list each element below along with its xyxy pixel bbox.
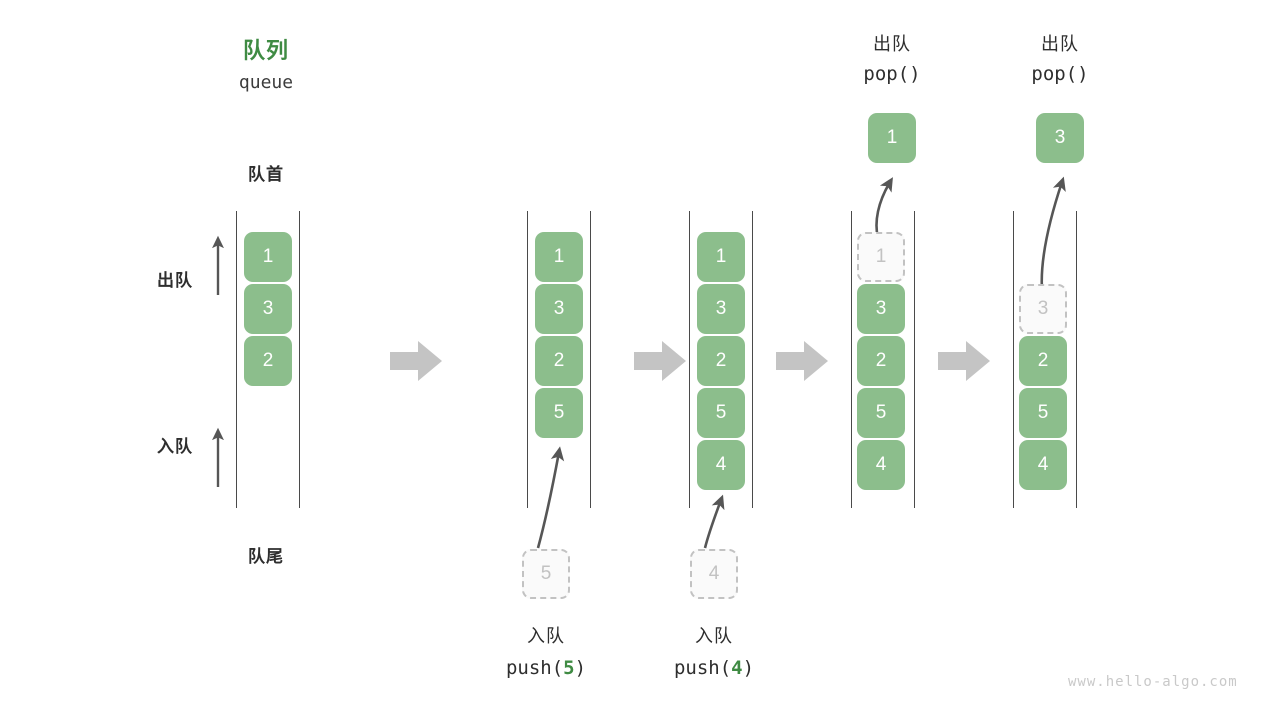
panel-push-4-code-arg: 4 [731,657,743,679]
panel-push-4-code-prefix: push( [673,657,732,679]
panel-initial-cell-1: 3 [244,284,292,334]
transition-arrow-1 [390,341,442,381]
transition-arrow-4 [938,341,990,381]
panel-push-5-cell-1: 3 [535,284,583,334]
panel-pop-1-cell-3: 5 [857,388,905,438]
panel-push-5-code-suffix: ) [574,657,587,679]
panel-push-4-code-suffix: ) [742,657,755,679]
panel-pop-3-cell-3: 5 [1019,388,1067,438]
panel-pop-3-header-code: pop() [1031,63,1089,85]
panel-pop-3-rail-right [1076,211,1077,508]
panel-pop-1-cell-1: 3 [857,284,905,334]
panel-pop-3-cell-0 [1019,232,1067,282]
panel-pop-3-remove-arrow [1040,176,1066,291]
panel-push-4-cell-3: 5 [697,388,745,438]
panel-pop-1-remove-arrow [875,177,893,239]
panel-push-4-cell-4: 4 [697,440,745,490]
panel-initial-cell-0: 1 [244,232,292,282]
panel-pop-1-rail-left [851,211,852,508]
panel-push-5-rail-left [527,211,528,508]
panel-initial-rail-left [236,211,237,508]
rear-label: 队尾 [248,547,284,566]
panel-push-4-rail-left [689,211,690,508]
dequeue-side-label: 出队 [157,271,193,290]
panel-pop-3-popped-cell: 3 [1036,113,1084,163]
panel-pop-1-popped-cell: 1 [868,113,916,163]
panel-initial-rail-right [299,211,300,508]
panel-push-5-cell-0: 1 [535,232,583,282]
panel-push-5-caption-code: push(5) [486,657,606,679]
panel-push-5-cell-3: 5 [535,388,583,438]
panel-pop-3-header-cn: 出队 [1041,34,1079,54]
watermark: www.hello-algo.com [1068,674,1238,690]
panel-push-4-incoming-cell: 4 [690,549,738,599]
panel-pop-3-cell-2: 2 [1019,336,1067,386]
panel-push-5-cell-2: 2 [535,336,583,386]
panel-push-4-cell-2: 2 [697,336,745,386]
panel-pop-3-rail-left [1013,211,1014,508]
panel-push-4-cell-1: 3 [697,284,745,334]
panel-push-4-insert-arrow [703,494,725,549]
enqueue-up-arrow [212,427,224,487]
panel-push-4-caption-cn: 入队 [695,626,733,646]
panel-push-5-code-prefix: push( [505,657,564,679]
panel-pop-1-cell-0: 1 [857,232,905,282]
panel-push-4-rail-right [752,211,753,508]
panel-pop-1-rail-right [914,211,915,508]
panel-pop-1-cell-2: 2 [857,336,905,386]
panel-pop-1-header-cn: 出队 [873,34,911,54]
panel-pop-1-cell-4: 4 [857,440,905,490]
panel-pop-3-cell-1: 3 [1019,284,1067,334]
transition-arrow-2 [634,341,686,381]
panel-push-5-rail-right [590,211,591,508]
panel-push-5-insert-arrow [536,446,565,549]
panel-push-5-code-arg: 5 [563,657,575,679]
enqueue-side-label: 入队 [157,437,193,456]
page-title-en: queue [238,72,294,93]
dequeue-up-arrow [212,235,224,295]
panel-push-5-incoming-cell: 5 [522,549,570,599]
front-label: 队首 [248,165,284,184]
page-title-cn: 队列 [242,38,289,63]
panel-push-4-cell-0: 1 [697,232,745,282]
transition-arrow-3 [776,341,828,381]
panel-push-5-caption-cn: 入队 [527,626,565,646]
panel-initial-cell-2: 2 [244,336,292,386]
panel-pop-1-header-code: pop() [863,63,921,85]
panel-pop-3-cell-4: 4 [1019,440,1067,490]
panel-push-4-caption-code: push(4) [654,657,774,679]
